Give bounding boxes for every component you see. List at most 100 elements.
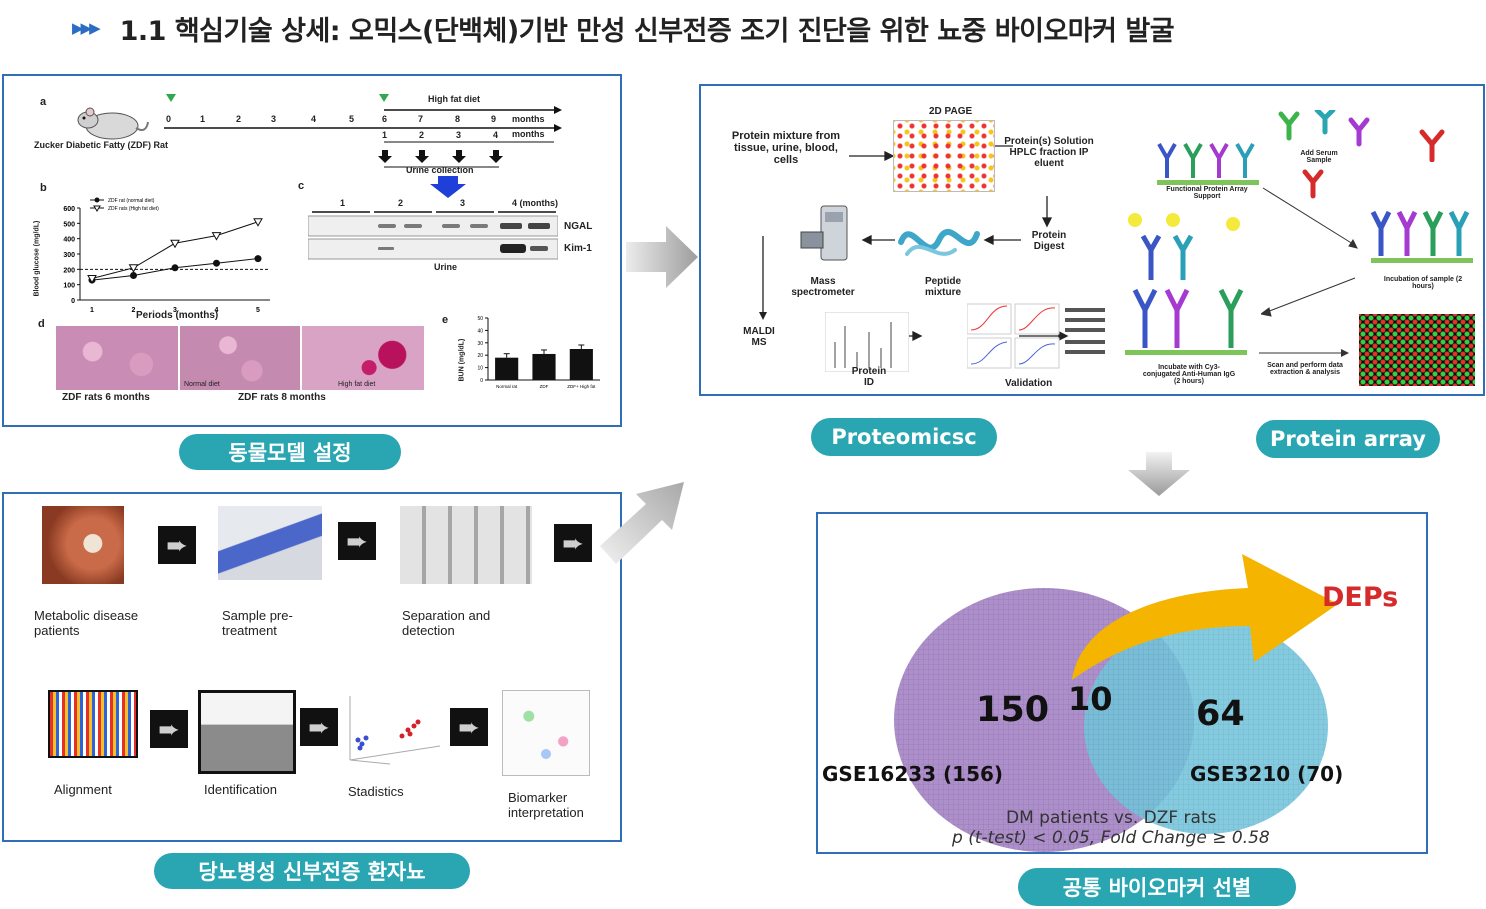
data-point — [130, 271, 137, 279]
incubation-label: Incubation of sample (2 hours) — [1383, 276, 1463, 290]
incubation-array-icon — [1370, 210, 1473, 263]
y-tick-label: 30 — [477, 341, 483, 347]
alignment-plot — [48, 690, 138, 758]
red-antibody-icon — [1419, 129, 1445, 162]
histology-inset-highfat: High fat diet — [338, 381, 376, 388]
patients-panel: ➨ ➨ ➨ Metabolic disease patients Sample … — [2, 492, 622, 842]
blood-glucose-xlabel: Periods (months) — [136, 310, 219, 321]
left-set-label: GSE16233 (156) — [822, 762, 1004, 786]
timeline-tick: 2 — [236, 114, 242, 124]
panel-d-letter: d — [38, 318, 45, 330]
data-point — [170, 239, 180, 249]
peptide-mixture-label: Peptide mixture — [924, 276, 962, 298]
timeline-tick: 3 — [271, 114, 277, 124]
y-tick-label: 0 — [480, 378, 483, 384]
criteria-label: p (t-test) < 0.05, Fold Change ≥ 0.58 — [952, 828, 1270, 848]
urine-collection-label: Urine collection — [406, 165, 474, 175]
timeline-tick: 7 — [418, 114, 424, 124]
comparison-label: DM patients vs. DZF rats — [1006, 808, 1217, 828]
proteomics-label: Proteomicsc — [811, 418, 997, 456]
identification-plot — [198, 690, 296, 774]
blot-caption: Urine — [434, 262, 458, 272]
panel-c-letter: c — [298, 180, 305, 192]
timeline-tick: 6 — [382, 114, 388, 124]
right-set-label: GSE3210 (70) — [1190, 762, 1344, 786]
animal-model-label: 동물모델 설정 — [179, 434, 401, 470]
step-biomarker-interpretation: Biomarker interpretation — [508, 790, 584, 820]
title-arrows-icon: ▶▶▶ — [72, 20, 101, 37]
right-arrow-icon — [626, 226, 698, 288]
urine-month: 3 — [456, 130, 462, 140]
blot-month: 3 — [460, 198, 466, 208]
panel-a-letter: a — [40, 96, 47, 108]
protein-array-label: Protein array — [1256, 420, 1440, 458]
2d-page-gel — [893, 120, 995, 192]
category-label: Normal rat — [496, 384, 518, 389]
validation-label: Validation — [1005, 378, 1053, 389]
bar — [495, 357, 519, 380]
step-sample-pretreatment: Sample pre-treatment — [222, 608, 293, 638]
y-tick-label: 300 — [63, 252, 75, 259]
selection-label: 공통 바이오마커 선별 — [1018, 868, 1296, 906]
step-alignment: Alignment — [54, 782, 112, 797]
panel-b-letter: b — [40, 182, 47, 194]
peptide-ribbon-icon — [898, 229, 980, 256]
left-down-arrow — [759, 236, 767, 320]
array-flow-arrows — [1261, 187, 1358, 317]
y-tick-label: 600 — [63, 206, 75, 213]
legend-label: ZDF rats (High fat diet) — [108, 206, 159, 212]
step-identification: Identification — [204, 782, 277, 797]
urine-month: 2 — [419, 130, 425, 140]
blot-band-kim1: Kim-1 — [564, 243, 592, 254]
scan-arrow — [1259, 349, 1349, 357]
title-text: 1.1 핵심기술 상세: 오믹스(단백체)기반 만성 신부전증 조기 진단을 위… — [119, 15, 1175, 47]
microarray-scan-image — [1359, 314, 1475, 386]
urine-months: 1 2 3 4 — [382, 130, 532, 142]
histology-image-2: Normal diet — [180, 326, 300, 390]
y-tick-label: 40 — [477, 328, 483, 334]
data-point — [213, 259, 220, 267]
y-tick-label: 100 — [63, 283, 75, 290]
blot-month: 4 (months) — [512, 198, 558, 208]
data-point — [171, 264, 179, 272]
deps-label: DEPs — [1322, 582, 1399, 613]
y-tick-label: 0 — [71, 298, 75, 305]
urine-month: 1 — [382, 130, 388, 140]
blot-months: 1 2 3 4 (months) — [304, 198, 584, 212]
patients-label: 당뇨병성 신부전증 환자뇨 — [154, 853, 470, 889]
add-serum-label: Add Serum Sample — [1300, 150, 1338, 164]
data-point — [254, 255, 262, 263]
validation-plots-icon — [967, 303, 1105, 369]
deps-arrow-icon — [1072, 554, 1338, 680]
flow-arrow-icon: ➨ — [150, 710, 188, 748]
right-only-count: 64 — [1196, 694, 1245, 734]
months-label-1: months — [512, 114, 545, 124]
rat-label: Zucker Diabetic Fatty (ZDF) Rat — [34, 140, 169, 150]
ms-spectrum-icon — [825, 312, 909, 372]
timeline-tick: 9 — [491, 114, 497, 124]
panel-e-letter: e — [442, 314, 449, 326]
flow-arrow-icon: ➨ — [338, 522, 376, 560]
protein-digest-label: Protein Digest — [1031, 230, 1067, 252]
x-tick-label: 3 — [173, 307, 177, 314]
cy3-array-icon — [1125, 213, 1247, 355]
flow-arrow-icon: ➨ — [554, 524, 592, 562]
protein-solution-label: Protein(s) Solution HPLC fraction IP elu… — [1004, 136, 1094, 169]
venn-right-circle — [1084, 618, 1328, 834]
timeline-tick: 1 — [200, 114, 206, 124]
biomarker-pathway-map — [502, 690, 590, 776]
array-support-label: Functional Protein Array Support — [1166, 186, 1248, 200]
legend-label: ZDF rat (normal diet) — [108, 198, 155, 204]
y-tick-label: 400 — [63, 237, 75, 244]
y-tick-label: 200 — [63, 267, 75, 274]
proteomics-panel: Protein mixture from tissue, urine, bloo… — [699, 84, 1485, 396]
y-tick-label: 50 — [477, 316, 483, 322]
eye-fundus-photo — [42, 506, 124, 584]
category-label: ZDF+ High fat — [567, 384, 596, 389]
array-support-icon — [1157, 143, 1259, 185]
histology-caption-6m: ZDF rats 6 months — [62, 392, 150, 403]
page-title: ▶▶▶ 1.1 핵심기술 상세: 오믹스(단백체)기반 만성 신부전증 조기 진… — [72, 8, 1175, 48]
selection-panel: DEPs 150 10 64 GSE16233 (156) GSE3210 (7… — [816, 512, 1428, 854]
